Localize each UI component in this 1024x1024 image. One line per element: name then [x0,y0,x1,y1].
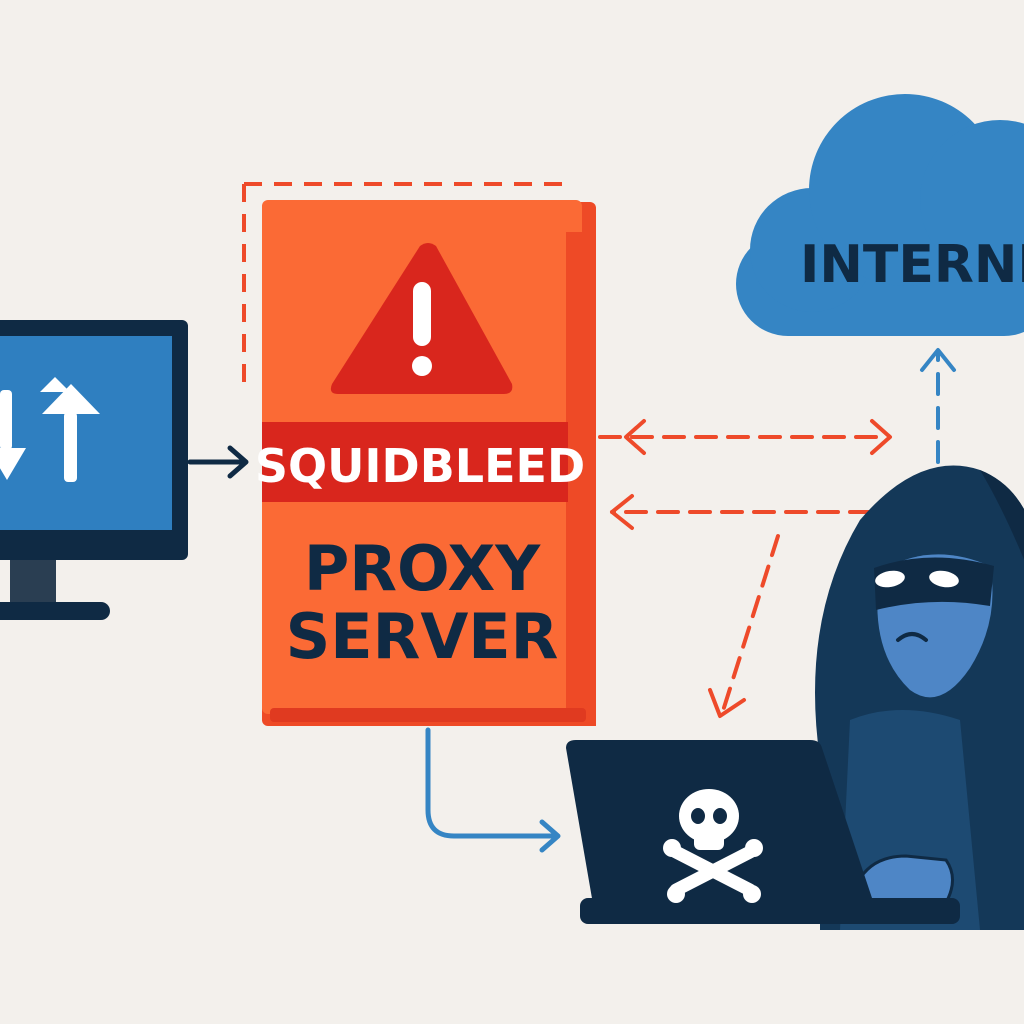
proxy-dashed-outline [242,182,574,384]
internet-cloud [736,94,1024,336]
proxy-to-laptop-arrow [425,727,561,853]
client-monitor [0,320,188,620]
client-to-proxy-arrow [187,445,249,479]
hacker [815,465,1024,930]
skull-crossbones-icon [663,789,763,903]
internet-label: INTERNE [800,235,1024,295]
proxy-internet-leak-arrow [598,419,892,455]
hacker-to-proxy-arrow [610,494,872,530]
squidbleed-banner [262,422,568,502]
hacker-to-internet-arrow [920,348,956,464]
proxy-title-line2: SERVER [286,600,559,673]
leak-to-laptop-arrow [708,534,780,718]
proxy-title-line1: PROXY [304,532,541,605]
warning-triangle-icon [330,243,513,394]
squidbleed-label: SQUIDBLEED [255,439,585,493]
up-down-arrows-icon [0,377,100,482]
